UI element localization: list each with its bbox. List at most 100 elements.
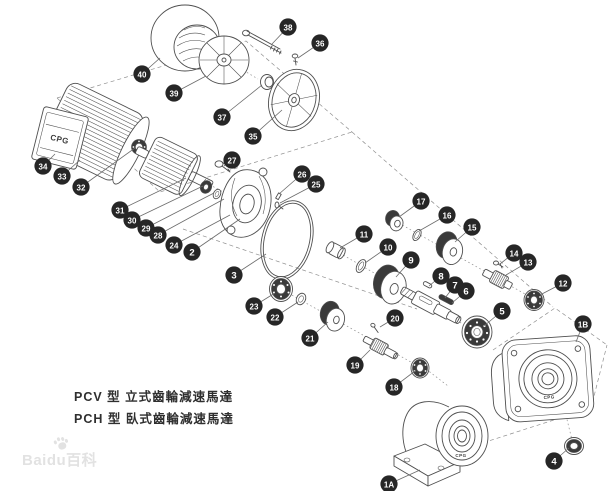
bearing-23 bbox=[269, 276, 293, 302]
callout-9: 9 bbox=[402, 251, 420, 269]
callout-15: 15 bbox=[463, 218, 481, 236]
svg-text:21: 21 bbox=[306, 334, 315, 343]
output-shaft-6 bbox=[400, 286, 462, 324]
svg-text:5: 5 bbox=[499, 306, 505, 317]
pinion-shaft-19 bbox=[362, 335, 399, 360]
svg-text:33: 33 bbox=[58, 172, 67, 181]
svg-text:10: 10 bbox=[384, 243, 393, 252]
svg-text:8: 8 bbox=[438, 271, 443, 282]
screw-14 bbox=[493, 260, 504, 269]
svg-text:17: 17 bbox=[417, 197, 426, 206]
svg-text:25: 25 bbox=[312, 180, 321, 189]
svg-text:3: 3 bbox=[231, 270, 236, 281]
svg-text:14: 14 bbox=[510, 249, 519, 258]
watermark-text: Baidu百科 bbox=[22, 452, 98, 469]
key-20 bbox=[370, 322, 379, 333]
callout-32: 32 bbox=[72, 178, 90, 196]
gear-21 bbox=[319, 300, 346, 332]
svg-text:34: 34 bbox=[39, 162, 48, 171]
brand-label-housing-1b: CPG bbox=[543, 394, 555, 400]
caption-pcv: PCV 型 立式齒輪減速馬達 bbox=[74, 390, 234, 404]
callout-8: 8 bbox=[432, 267, 450, 285]
svg-text:15: 15 bbox=[468, 223, 477, 232]
callout-7: 7 bbox=[446, 276, 464, 294]
svg-text:12: 12 bbox=[559, 279, 568, 288]
leader-line-30 bbox=[131, 185, 204, 221]
bearing-17 bbox=[385, 210, 404, 232]
svg-text:24: 24 bbox=[170, 241, 179, 250]
svg-text:32: 32 bbox=[77, 183, 86, 192]
bearing-cap bbox=[260, 74, 274, 90]
leader-line-32 bbox=[80, 147, 136, 188]
callout-5: 5 bbox=[493, 302, 511, 320]
svg-text:40: 40 bbox=[138, 70, 147, 79]
svg-text:23: 23 bbox=[250, 302, 259, 311]
callout-36: 36 bbox=[311, 34, 329, 52]
callout-11: 11 bbox=[355, 225, 373, 243]
housing-1a: CPG bbox=[393, 401, 489, 487]
svg-text:26: 26 bbox=[298, 170, 307, 179]
gear-9 bbox=[373, 264, 407, 305]
svg-text:36: 36 bbox=[316, 39, 325, 48]
caption-pch: PCH 型 臥式齒輪減速馬達 bbox=[74, 412, 234, 426]
watermark: Baidu百科 bbox=[22, 436, 98, 470]
svg-text:31: 31 bbox=[116, 206, 125, 215]
svg-text:30: 30 bbox=[128, 216, 137, 225]
screw bbox=[291, 53, 299, 66]
cooling-fan bbox=[198, 35, 250, 85]
callout-1A: 1A bbox=[380, 475, 398, 491]
callout-24: 24 bbox=[165, 236, 183, 254]
callout-4: 4 bbox=[545, 452, 563, 470]
gear-15 bbox=[435, 231, 464, 265]
leader-line-2 bbox=[191, 218, 241, 253]
svg-text:1B: 1B bbox=[578, 320, 588, 329]
callout-2: 2 bbox=[183, 243, 201, 261]
callout-14: 14 bbox=[505, 244, 523, 262]
pinion-13 bbox=[482, 268, 513, 290]
callout-18: 18 bbox=[385, 378, 403, 396]
callout-10: 10 bbox=[379, 238, 397, 256]
bearing-5 bbox=[461, 315, 493, 349]
callout-1B: 1B bbox=[574, 315, 592, 333]
callout-17: 17 bbox=[412, 192, 430, 210]
svg-text:2: 2 bbox=[189, 247, 194, 258]
svg-text:7: 7 bbox=[452, 280, 457, 291]
svg-text:27: 27 bbox=[228, 156, 237, 165]
bearing-30 bbox=[199, 180, 213, 194]
key-7 bbox=[438, 294, 454, 305]
callout-33: 33 bbox=[53, 167, 71, 185]
bearing-12 bbox=[523, 289, 545, 311]
through-bolt bbox=[242, 29, 282, 55]
screw-25 bbox=[274, 201, 284, 210]
callout-31: 31 bbox=[111, 201, 129, 219]
brand-label-housing-1a: CPG bbox=[455, 453, 466, 458]
leader-line-31 bbox=[119, 177, 187, 211]
svg-text:38: 38 bbox=[284, 23, 293, 32]
callout-22: 22 bbox=[266, 308, 284, 326]
callout-20: 20 bbox=[386, 309, 404, 327]
washer-10 bbox=[355, 259, 367, 273]
callout-23: 23 bbox=[245, 297, 263, 315]
callout-21: 21 bbox=[301, 329, 319, 347]
svg-text:20: 20 bbox=[391, 314, 400, 323]
washer-22 bbox=[295, 292, 307, 306]
callout-26: 26 bbox=[293, 165, 311, 183]
brand-label-terminal-box: CPG bbox=[49, 133, 69, 146]
callout-38: 38 bbox=[279, 18, 297, 36]
housing-1b: CPG bbox=[491, 335, 595, 423]
washer-29 bbox=[212, 188, 222, 200]
svg-text:29: 29 bbox=[142, 224, 151, 233]
callout-29: 29 bbox=[137, 219, 155, 237]
leader-line-29 bbox=[145, 192, 215, 229]
callout-39: 39 bbox=[165, 84, 183, 102]
terminal-box: CPG bbox=[31, 106, 89, 170]
leader-line-28 bbox=[157, 198, 225, 236]
callout-37: 37 bbox=[213, 108, 231, 126]
rotor bbox=[135, 136, 214, 196]
sleeve-11 bbox=[325, 241, 346, 260]
fan-guard bbox=[268, 68, 320, 132]
svg-text:35: 35 bbox=[249, 132, 258, 141]
bearing-18 bbox=[410, 357, 430, 379]
svg-text:28: 28 bbox=[154, 231, 163, 240]
